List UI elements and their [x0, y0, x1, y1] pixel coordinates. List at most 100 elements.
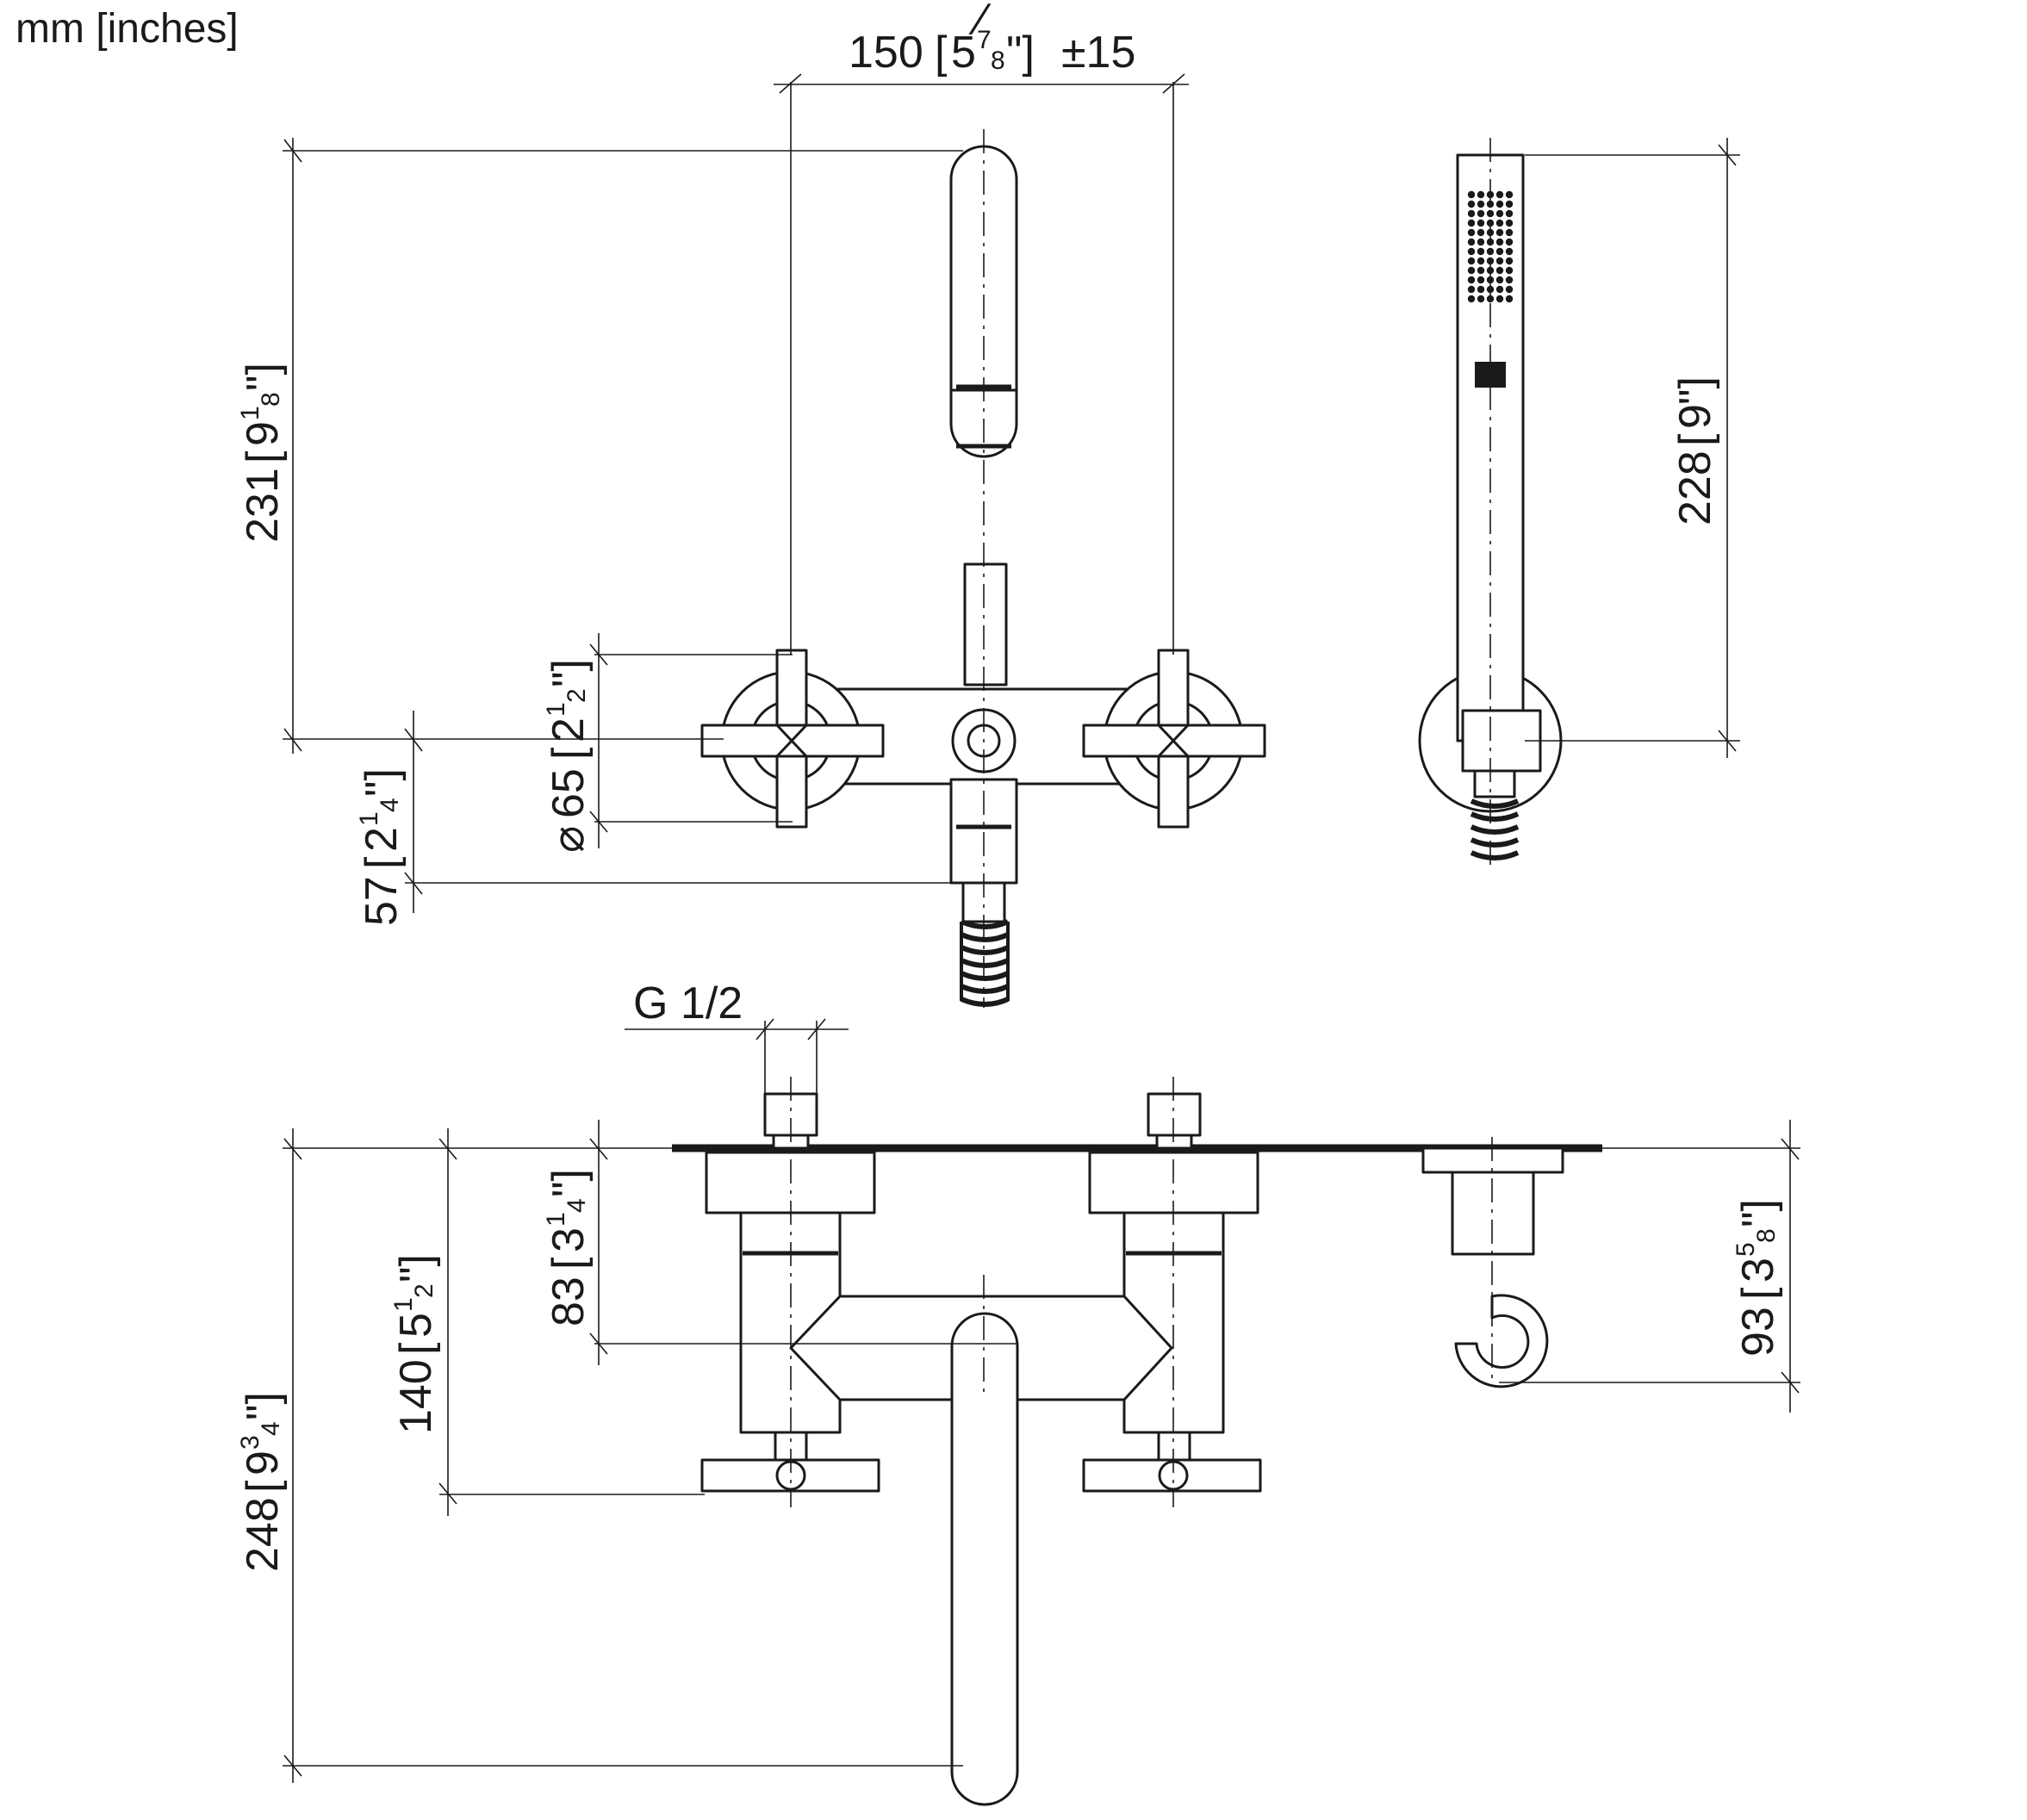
dim-57: 57 [ 2 1 4 "]	[355, 768, 407, 926]
spray-nozzle	[1505, 219, 1514, 227]
dim-83: 83 [ 3 1 4 "]	[542, 1169, 594, 1326]
svg-text:65: 65	[544, 768, 594, 818]
spray-nozzle	[1486, 285, 1495, 294]
svg-text:248: 248	[238, 1497, 288, 1572]
svg-text:"]: "]	[391, 1254, 441, 1283]
spray-nozzle	[1505, 285, 1514, 294]
spray-nozzle	[1467, 228, 1476, 237]
svg-text:"]: "]	[238, 363, 288, 391]
svg-text:2: 2	[410, 1283, 438, 1298]
svg-text:1: 1	[542, 702, 570, 717]
spray-nozzle	[1467, 238, 1476, 246]
svg-text:9: 9	[1670, 404, 1720, 429]
spray-nozzle	[1477, 219, 1485, 227]
svg-text:8: 8	[257, 392, 285, 407]
svg-text:4: 4	[376, 798, 404, 812]
dim-93: 93 [ 3 5 8 "]	[1732, 1199, 1783, 1357]
svg-text:"]: "]	[1006, 28, 1035, 78]
spray-nozzle	[1505, 266, 1514, 275]
svg-text:4: 4	[257, 1421, 285, 1436]
top-view	[672, 1077, 1602, 1806]
spray-nozzle	[1467, 266, 1476, 275]
spray-nozzle	[1495, 276, 1504, 284]
spray-nozzle	[1505, 276, 1514, 284]
svg-text:57: 57	[357, 876, 407, 926]
svg-text:5: 5	[951, 28, 976, 78]
spray-nozzle	[1467, 190, 1476, 199]
svg-text:[: [	[238, 450, 288, 463]
spray-nozzle	[1467, 200, 1476, 208]
svg-text:1: 1	[542, 1212, 570, 1227]
dim-228: 228 [ 9 "]	[1670, 376, 1720, 525]
spray-nozzle	[1505, 257, 1514, 265]
spray-nozzle	[1495, 238, 1504, 246]
spray-nozzle	[1477, 276, 1485, 284]
svg-text:"]: "]	[544, 659, 594, 687]
cross-handle-right-horizontal	[1082, 724, 1266, 758]
spray-nozzle	[1477, 295, 1485, 303]
svg-text:[: [	[357, 856, 407, 869]
side-view	[1418, 138, 1563, 870]
connector-right	[1147, 1092, 1202, 1137]
spray-nozzle	[1477, 266, 1485, 275]
holder-ring	[1454, 1294, 1549, 1388]
svg-text:231: 231	[238, 468, 288, 543]
svg-text:3: 3	[1733, 1258, 1783, 1283]
svg-text:3: 3	[544, 1227, 594, 1252]
spray-nozzle	[1486, 257, 1495, 265]
svg-text:[: [	[391, 1342, 441, 1355]
svg-text:8: 8	[991, 47, 1005, 75]
spray-nozzle	[1495, 295, 1504, 303]
svg-text:5: 5	[1732, 1242, 1760, 1257]
spray-nozzle-grid	[1467, 190, 1514, 303]
spray-nozzle	[1477, 247, 1485, 256]
svg-text:1: 1	[355, 811, 383, 826]
spray-nozzle	[1467, 257, 1476, 265]
spray-nozzle	[1467, 247, 1476, 256]
hose-connector-side	[1473, 769, 1516, 798]
svg-text:"]: "]	[1733, 1199, 1783, 1227]
spray-nozzle	[1505, 295, 1514, 303]
svg-text:2: 2	[357, 827, 407, 852]
spray-nozzle	[1477, 285, 1485, 294]
holder-plate	[1421, 1146, 1564, 1174]
spray-nozzle	[1505, 247, 1514, 256]
svg-text:2: 2	[563, 688, 591, 703]
svg-text:228: 228	[1670, 450, 1720, 525]
spray-nozzle	[1477, 238, 1485, 246]
dim-150: 150 [ 5 7 ⁄ 8 "] ±15	[849, 0, 1135, 78]
dimension-lines	[283, 73, 1800, 1783]
svg-text:"]: "]	[357, 768, 407, 797]
spray-nozzle	[1477, 257, 1485, 265]
spray-nozzle	[1477, 209, 1485, 218]
svg-text:"]: "]	[238, 1392, 288, 1420]
svg-text:7: 7	[977, 26, 992, 54]
spray-nozzle	[1477, 200, 1485, 208]
spray-nozzle	[1495, 219, 1504, 227]
spray-nozzle	[1486, 295, 1495, 303]
spray-nozzle	[1486, 200, 1495, 208]
svg-text:"]: "]	[1670, 376, 1720, 405]
dim-150-tolerance: ±15	[1061, 28, 1135, 78]
holder-arm	[1451, 1171, 1535, 1256]
spray-nozzle	[1505, 190, 1514, 199]
svg-text:83: 83	[544, 1276, 594, 1326]
spray-nozzle	[1467, 219, 1476, 227]
svg-text:93: 93	[1733, 1307, 1783, 1357]
spray-nozzle	[1477, 190, 1485, 199]
dim-65: ⌀ 65 [ 2 1 2 "]	[542, 659, 594, 853]
spray-nozzle	[1467, 209, 1476, 218]
svg-text:[: [	[544, 747, 594, 760]
svg-text:[: [	[238, 1480, 288, 1493]
svg-text:[: [	[1733, 1287, 1783, 1300]
dim-150-value: 150	[849, 28, 923, 78]
spray-nozzle	[1505, 228, 1514, 237]
spray-nozzle	[1495, 190, 1504, 199]
svg-text:4: 4	[563, 1198, 591, 1213]
handshower-grip	[963, 562, 1008, 686]
spray-nozzle	[1495, 228, 1504, 237]
svg-text:[: [	[935, 28, 948, 78]
svg-text:"]: "]	[544, 1169, 594, 1197]
hose-spiral-side	[1470, 798, 1520, 860]
dim-140: 140 [ 5 1 2 "]	[389, 1254, 441, 1434]
